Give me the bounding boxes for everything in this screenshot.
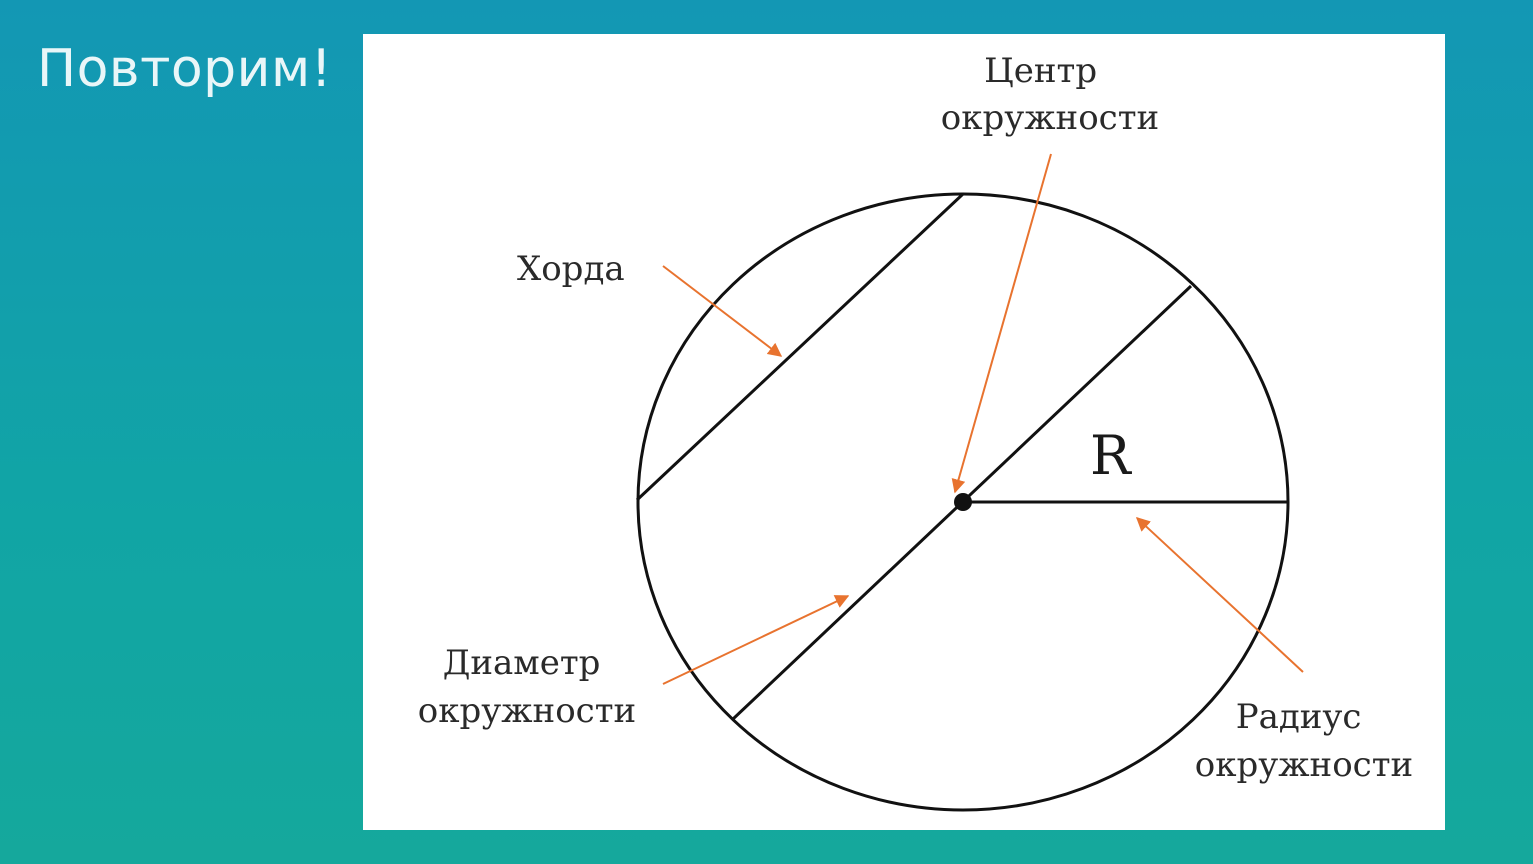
center-label-line-2: окружности — [941, 98, 1159, 138]
diameter-arrow — [662, 595, 850, 685]
chord-label: Хорда — [517, 249, 625, 289]
radius-label-line-1: Радиус — [1236, 697, 1362, 737]
radius-symbol: R — [1090, 424, 1132, 487]
radius-label-line-2: окружности — [1195, 745, 1413, 785]
circle-diagram-panel: R Центр окружности Хорда Диаметр окружно… — [363, 34, 1445, 830]
center-point — [954, 493, 972, 511]
center-arrow — [951, 153, 1052, 494]
circle-diagram: R Центр окружности Хорда Диаметр окружно… — [418, 51, 1413, 812]
radius-arrow — [1135, 517, 1304, 673]
diameter-label-line-1: Диаметр — [443, 643, 601, 683]
slide-title: Повторим! — [37, 39, 333, 99]
radius-label: Радиус окружности — [1195, 697, 1413, 785]
center-label: Центр окружности — [941, 51, 1159, 138]
chord-label-line-1: Хорда — [517, 249, 625, 289]
diameter-label: Диаметр окружности — [418, 643, 636, 731]
chord-arrow — [662, 265, 783, 357]
diameter-label-line-2: окружности — [418, 691, 636, 731]
center-label-line-1: Центр — [984, 51, 1097, 91]
chord-line — [635, 192, 965, 502]
